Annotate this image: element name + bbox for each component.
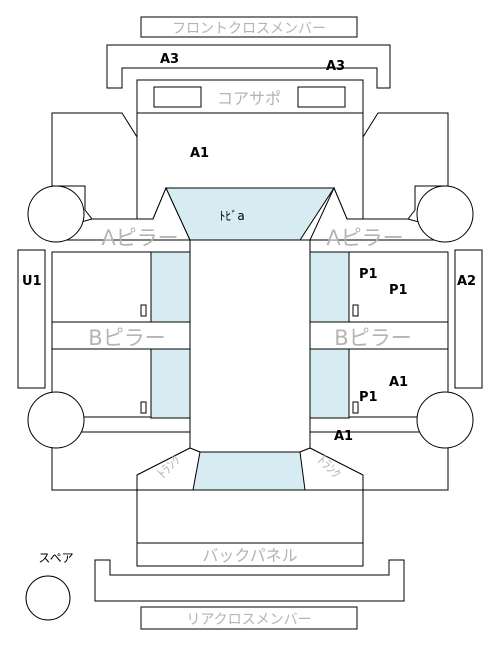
code-p1-upper-b: P1	[389, 283, 408, 298]
wheel-front-right[interactable]	[416, 185, 474, 243]
code-a3-left: A3	[160, 52, 179, 67]
front-bumper[interactable]	[106, 44, 391, 89]
wheel-front-left[interactable]	[27, 185, 85, 243]
a-pillar-right-label: Aピラー	[326, 226, 403, 250]
spare-label: スペア	[38, 551, 73, 565]
wheel-rear-right[interactable]	[416, 391, 474, 449]
b-pillar-left-label: Bピラー	[88, 326, 165, 350]
door-handle-rear-right	[352, 401, 359, 414]
roof-label: ﾄﾋﾞa	[219, 209, 244, 223]
rear-body[interactable]	[136, 489, 364, 544]
code-a3-right: A3	[326, 59, 345, 74]
code-a2: A2	[457, 274, 476, 289]
side-sill-right[interactable]	[454, 249, 483, 389]
b-pillar-right-band[interactable]	[309, 321, 449, 350]
code-a1-rear-door: A1	[389, 375, 408, 390]
code-a1-rear-fender: A1	[334, 429, 353, 444]
rear-bumper[interactable]	[94, 559, 405, 602]
side-sill-left[interactable]	[17, 249, 46, 389]
core-support-label: コアサポ	[217, 89, 281, 108]
door-handle-rear-left	[140, 401, 147, 414]
spare-tire[interactable]	[25, 575, 71, 621]
door-handle-front-left	[140, 304, 147, 317]
front-cross-member-label: フロントクロスメンバー	[172, 21, 326, 37]
roof-panel[interactable]	[189, 239, 311, 453]
b-pillar-left-band[interactable]	[51, 321, 191, 350]
back-panel-label: バックパネル	[202, 546, 297, 565]
a-pillar-left-label: Aピラー	[101, 226, 178, 250]
code-p1-upper-a: P1	[359, 267, 378, 282]
headlight-left	[153, 86, 202, 108]
front-cross-member-box[interactable]	[140, 16, 358, 38]
back-panel-box[interactable]	[136, 542, 364, 567]
door-handle-front-right	[352, 304, 359, 317]
rear-cross-member-box[interactable]	[140, 606, 358, 630]
headlight-right	[297, 86, 346, 108]
code-u1: U1	[22, 274, 42, 289]
code-a1-hood: A1	[190, 146, 209, 161]
wheel-rear-left[interactable]	[27, 391, 85, 449]
rear-cross-member-label: リアクロスメンバー	[186, 612, 311, 628]
windshield[interactable]	[165, 187, 335, 241]
rear-window[interactable]	[192, 451, 306, 491]
b-pillar-right-label: Bピラー	[334, 326, 411, 350]
code-p1-rear-door: P1	[359, 390, 378, 405]
